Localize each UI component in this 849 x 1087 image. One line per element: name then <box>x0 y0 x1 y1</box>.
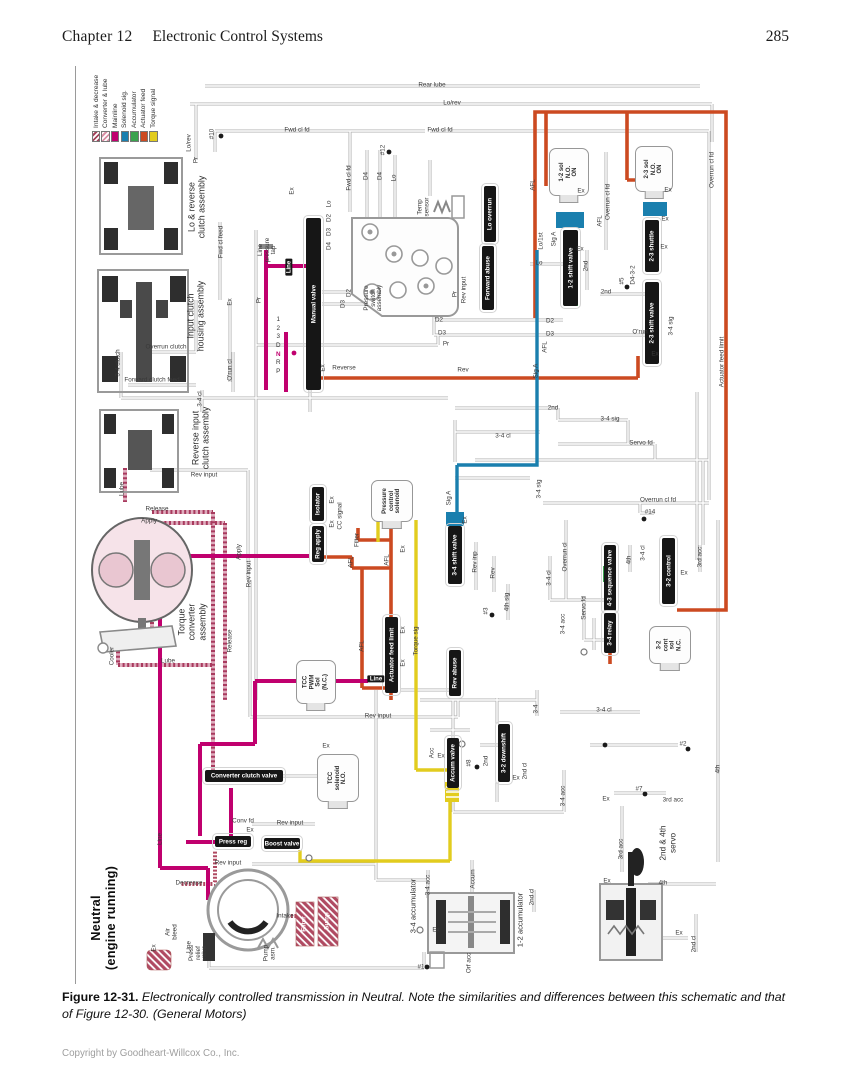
figure-caption-text: Electronically controlled transmission i… <box>62 990 786 1021</box>
legend-item: Torque signal <box>149 75 158 142</box>
filter-glyph <box>295 901 315 947</box>
figure-caption-label: Figure 12-31. <box>62 990 139 1004</box>
legend: Intake & decrease Converter & lube Mainl… <box>91 74 158 142</box>
legend-label: Actuator feed <box>140 88 148 128</box>
gear-position: 1 <box>276 316 281 323</box>
page-header: Chapter 12 Electronic Control Systems 28… <box>62 28 789 46</box>
legend-swatch <box>149 131 158 142</box>
air-bleed-glyph <box>146 949 172 971</box>
legend-label: Intake & decrease <box>92 74 100 128</box>
gear-position: 2 <box>276 324 281 332</box>
blue-cap <box>556 212 584 228</box>
sump-glyph <box>317 896 339 947</box>
legend-item: Converter & lube <box>101 75 110 142</box>
legend-label: Torque signal <box>150 88 158 128</box>
legend-label: Accumulator <box>130 91 138 128</box>
figure-left-rule <box>75 66 76 984</box>
checkballs <box>218 133 691 970</box>
pump-glyph <box>206 868 290 952</box>
figure-caption: Figure 12-31. Electronically controlled … <box>62 989 794 1022</box>
legend-item: Intake & decrease <box>91 74 101 142</box>
legend-item: Actuator feed <box>139 75 149 142</box>
legend-swatch <box>139 131 149 142</box>
servo-glyph <box>599 848 663 961</box>
copyright-line: Copyright by Goodheart-Willcox Co., Inc. <box>62 1048 240 1059</box>
chapter-title: Electronic Control Systems <box>152 28 323 45</box>
legend-swatch <box>130 131 139 142</box>
gear-position: N <box>276 350 281 358</box>
orifices <box>305 648 588 934</box>
torque-converter-glyph <box>91 517 193 640</box>
pressure-switch-glyph <box>351 195 465 317</box>
page-number: 285 <box>765 28 789 45</box>
legend-swatch <box>120 131 130 142</box>
legend-item: Accumulator <box>130 75 139 142</box>
gear-position: D <box>276 342 281 350</box>
legend-item: Mainline <box>110 75 120 142</box>
legend-swatch <box>91 131 101 142</box>
gear-position: R <box>276 359 281 367</box>
accumulator-glyph <box>427 892 515 969</box>
legend-label: Mainline <box>111 103 119 128</box>
chapter-label: Chapter 12 <box>62 28 133 45</box>
legend-swatch <box>101 131 110 142</box>
legend-label: Converter & lube <box>102 78 110 128</box>
legend-label: Solenoid sig. <box>121 90 129 128</box>
gear-position: 3 <box>276 333 281 341</box>
legend-item: Solenoid sig. <box>120 75 130 142</box>
gear-position: P <box>276 368 281 376</box>
press-relief-glyph <box>203 933 215 961</box>
clutch-assembly-glyphs <box>97 157 189 493</box>
legend-swatch <box>110 131 120 142</box>
cooler-glyph <box>97 625 177 654</box>
